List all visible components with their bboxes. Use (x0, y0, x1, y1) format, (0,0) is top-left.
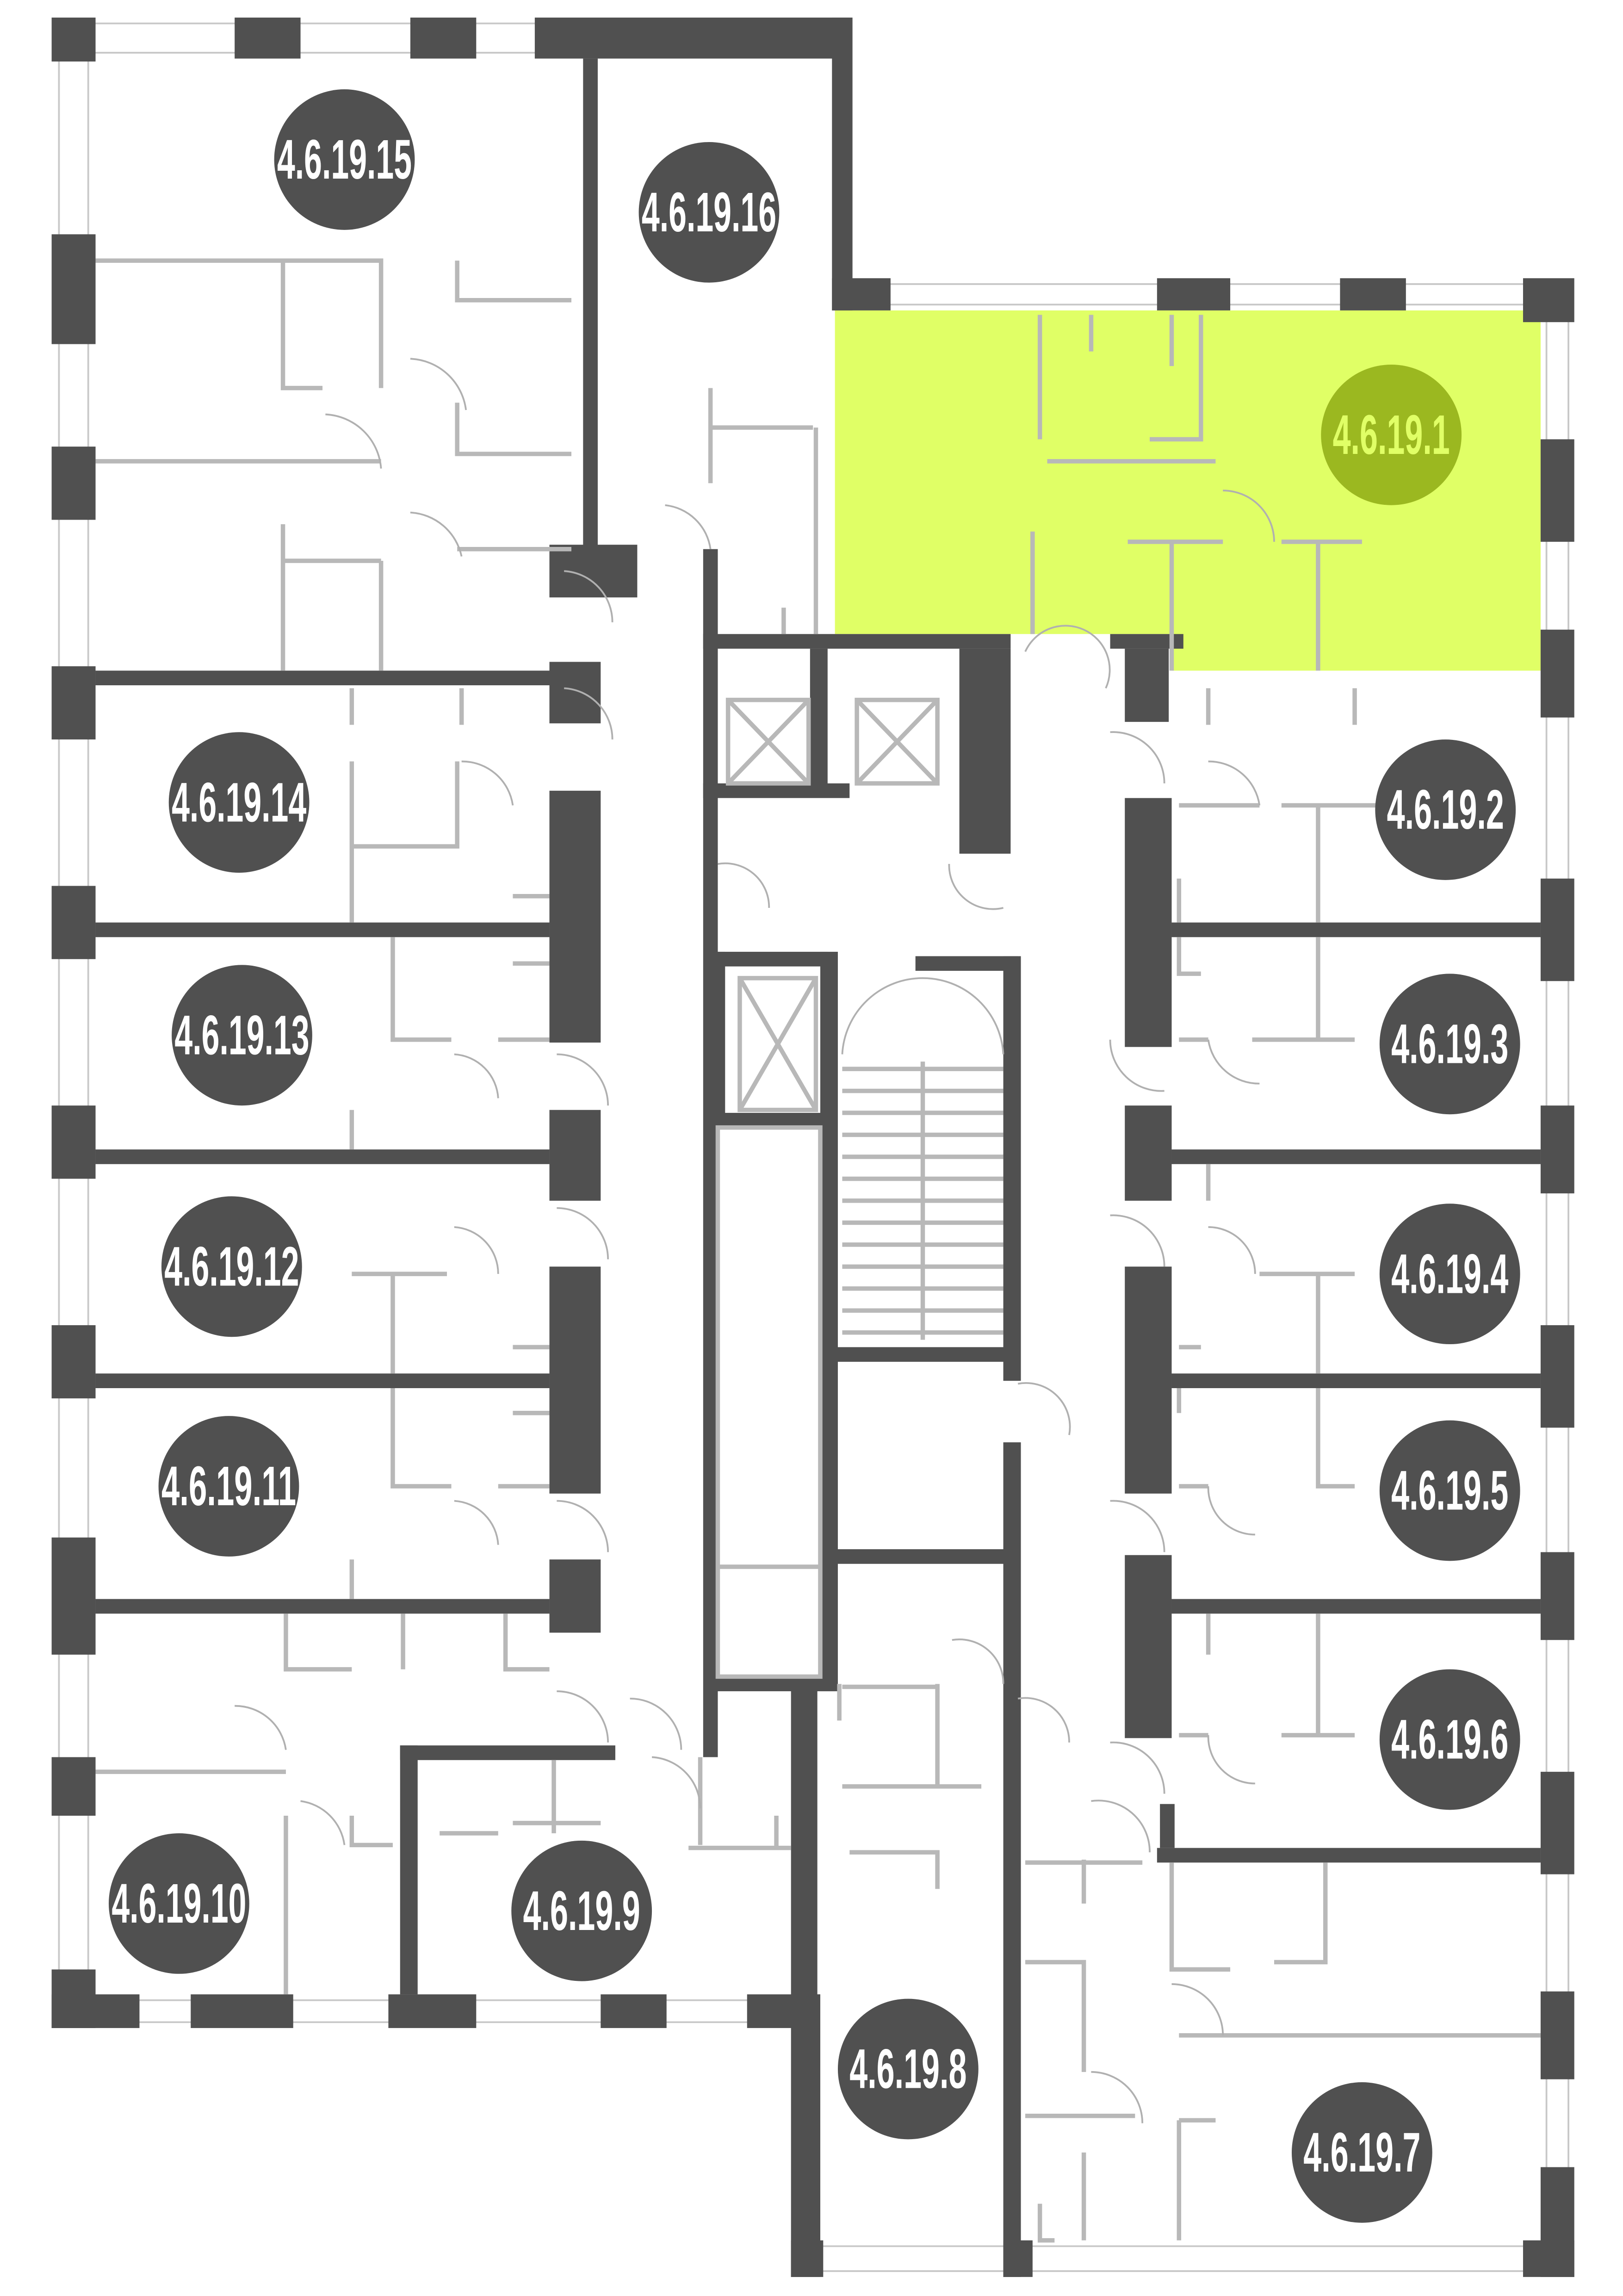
unit-number-label: 4.6.19.8 (849, 2038, 966, 2100)
unit-badge[interactable]: 4.6.19.2 (1375, 739, 1516, 880)
unit-badge[interactable]: 4.6.19.14 (168, 732, 310, 873)
unit-badge-circle (172, 965, 312, 1106)
unit-badge[interactable]: 4.6.19.6 (1379, 1669, 1520, 1810)
unit-number-label: 4.6.19.11 (161, 1455, 296, 1517)
unit-badge[interactable]: 4.6.19.12 (161, 1196, 302, 1337)
unit-badge[interactable]: 4.6.19.9 (511, 1840, 652, 1981)
unit-badge-circle (1375, 739, 1516, 880)
unit-number-label: 4.6.19.4 (1391, 1243, 1508, 1305)
unit-number-label: 4.6.19.9 (523, 1880, 640, 1942)
unit-badge-circle (837, 1998, 979, 2140)
unit-badge[interactable]: 4.6.19.5 (1379, 1420, 1520, 1561)
unit-badge-circle (158, 1416, 299, 1557)
unit-badge-circle (109, 1833, 249, 1974)
unit-badge-circle (638, 142, 780, 283)
interior-partitions (95, 258, 1541, 2243)
unit-badge[interactable]: 4.6.19.10 (109, 1833, 249, 1974)
unit-badge-circle (1321, 364, 1462, 505)
unit-number-label: 4.6.19.10 (112, 1873, 246, 1935)
unit-number-label: 4.6.19.2 (1387, 779, 1504, 841)
walls (51, 17, 1574, 2277)
unit-number-label: 4.6.19.3 (1391, 1013, 1508, 1075)
unit-labels: 4.6.19.1 4.6.19.2 4.6.19.3 4.6.19.4 4.6.19.5… (109, 89, 1520, 2223)
doors (235, 358, 1275, 2123)
unit-number-label: 4.6.19.6 (1391, 1709, 1508, 1771)
unit-number-label: 4.6.19.16 (642, 181, 776, 243)
unit-number-label: 4.6.19.12 (164, 1235, 299, 1297)
unit-badge[interactable]: 4.6.19.16 (638, 142, 780, 283)
unit-badge[interactable]: 4.6.19.13 (172, 965, 312, 1106)
unit-badge-circle (1379, 1669, 1520, 1810)
unit-badge[interactable]: 4.6.19.11 (158, 1416, 299, 1557)
unit-number-label: 4.6.19.1 (1333, 404, 1450, 466)
unit-number-label: 4.6.19.15 (277, 129, 412, 191)
unit-badge-circle (1379, 1204, 1520, 1345)
unit-badge[interactable]: 4.6.19.3 (1379, 974, 1520, 1115)
unit-badge[interactable]: 4.6.19.7 (1291, 2082, 1432, 2223)
unit-badge-circle (1379, 1420, 1520, 1561)
unit-number-label: 4.6.19.7 (1303, 2122, 1420, 2184)
unit-badge-circle (1379, 974, 1520, 1115)
unit-badge-circle (161, 1196, 302, 1337)
unit-number-label: 4.6.19.13 (174, 1004, 309, 1066)
unit-area-highlighted[interactable] (835, 310, 1541, 671)
unit-number-label: 4.6.19.14 (172, 771, 306, 833)
unit-badge[interactable]: 4.6.19.4 (1379, 1204, 1520, 1345)
unit-badge-circle (168, 732, 310, 873)
unit-badge-circle (1291, 2082, 1432, 2223)
unit-badge[interactable]: 4.6.19.15 (274, 89, 415, 230)
unit-badge-circle (511, 1840, 652, 1981)
unit-badge[interactable]: 4.6.19.1 (1321, 364, 1462, 505)
unit-badge[interactable]: 4.6.19.8 (837, 1998, 979, 2140)
unit-number-label: 4.6.19.5 (1391, 1460, 1508, 1522)
unit-badge-circle (274, 89, 415, 230)
